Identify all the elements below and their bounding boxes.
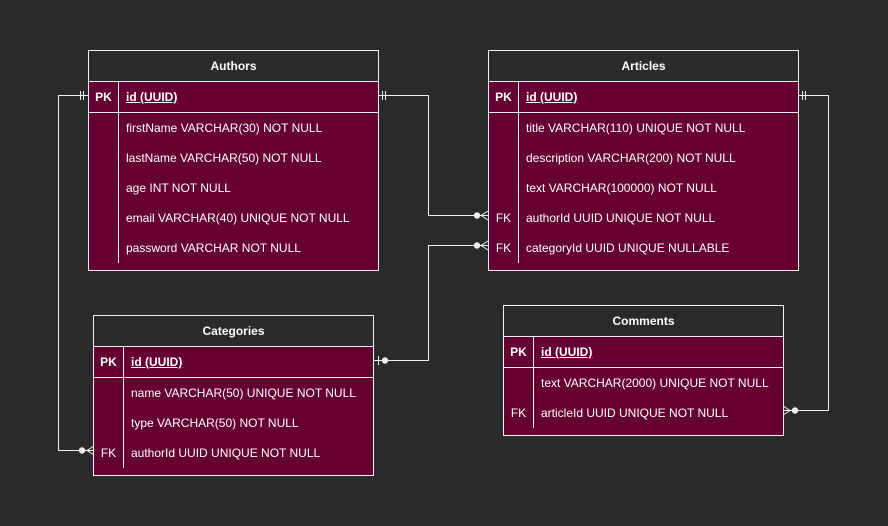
zero-marker	[473, 242, 481, 249]
table-row: name VARCHAR(50) UNIQUE NOT NULL	[94, 378, 373, 408]
key-label	[489, 173, 519, 203]
key-label: PK	[504, 337, 534, 367]
field-label: id (UUID)	[541, 345, 593, 359]
key-label: PK	[94, 347, 124, 377]
zero-marker	[78, 447, 86, 454]
key-label: FK	[489, 233, 519, 263]
field-label: firstName VARCHAR(30) NOT NULL	[126, 121, 323, 135]
zero-marker	[381, 357, 389, 364]
key-label: PK	[489, 82, 519, 112]
field-label: id (UUID)	[131, 355, 183, 369]
entity-categories[interactable]: Categories PK id (UUID) name VARCHAR(50)…	[93, 315, 374, 476]
table-row: password VARCHAR NOT NULL	[89, 233, 378, 263]
key-label: FK	[489, 203, 519, 233]
field-label: text VARCHAR(100000) NOT NULL	[526, 181, 717, 195]
table-row: PK id (UUID)	[89, 82, 378, 113]
relation-authors-articles	[378, 95, 488, 216]
field-label: title VARCHAR(110) UNIQUE NOT NULL	[526, 121, 746, 135]
field-label: id (UUID)	[126, 90, 178, 104]
key-label	[504, 368, 534, 398]
field-label: type VARCHAR(50) NOT NULL	[131, 416, 299, 430]
table-row: FK categoryId UUID UNIQUE NULLABLE	[489, 233, 798, 263]
key-label	[89, 113, 119, 143]
field-label: email VARCHAR(40) UNIQUE NOT NULL	[126, 211, 350, 225]
entity-title: Authors	[89, 51, 378, 82]
entity-title: Articles	[489, 51, 798, 82]
field-label: description VARCHAR(200) NOT NULL	[526, 151, 736, 165]
key-label	[89, 173, 119, 203]
table-row: text VARCHAR(2000) UNIQUE NOT NULL	[504, 368, 783, 398]
field-label: name VARCHAR(50) UNIQUE NOT NULL	[131, 386, 356, 400]
key-label: FK	[94, 438, 124, 468]
key-label	[94, 408, 124, 438]
field-label: id (UUID)	[526, 90, 578, 104]
table-row: type VARCHAR(50) NOT NULL	[94, 408, 373, 438]
table-row: FK articleId UUID UNIQUE NOT NULL	[504, 398, 783, 428]
key-label	[89, 143, 119, 173]
field-label: authorId UUID UNIQUE NOT NULL	[131, 446, 321, 460]
key-label	[89, 233, 119, 263]
entity-articles[interactable]: Articles PK id (UUID) title VARCHAR(110)…	[488, 50, 799, 271]
table-row: text VARCHAR(100000) NOT NULL	[489, 173, 798, 203]
field-label: text VARCHAR(2000) UNIQUE NOT NULL	[541, 376, 769, 390]
key-label	[89, 203, 119, 233]
key-label	[94, 378, 124, 408]
entity-authors[interactable]: Authors PK id (UUID) firstName VARCHAR(3…	[88, 50, 379, 271]
field-label: authorId UUID UNIQUE NOT NULL	[526, 211, 716, 225]
table-row: description VARCHAR(200) NOT NULL	[489, 143, 798, 173]
key-label: FK	[504, 398, 534, 428]
table-row: firstName VARCHAR(30) NOT NULL	[89, 113, 378, 143]
relation-authors-categories	[58, 95, 94, 451]
field-label: articleId UUID UNIQUE NOT NULL	[541, 406, 729, 420]
relation-categories-articles	[373, 245, 488, 361]
field-label: age INT NOT NULL	[126, 181, 231, 195]
zero-marker	[473, 212, 481, 219]
entity-title: Comments	[504, 306, 783, 337]
table-row: lastName VARCHAR(50) NOT NULL	[89, 143, 378, 173]
field-label: lastName VARCHAR(50) NOT NULL	[126, 151, 322, 165]
key-label	[489, 143, 519, 173]
table-row: PK id (UUID)	[94, 347, 373, 378]
table-row: age INT NOT NULL	[89, 173, 378, 203]
table-row: FK authorId UUID UNIQUE NOT NULL	[94, 438, 373, 468]
table-row: email VARCHAR(40) UNIQUE NOT NULL	[89, 203, 378, 233]
field-label: password VARCHAR NOT NULL	[126, 241, 301, 255]
table-row: PK id (UUID)	[504, 337, 783, 368]
entity-title: Categories	[94, 316, 373, 347]
relation-articles-comments	[783, 95, 829, 411]
field-label: categoryId UUID UNIQUE NULLABLE	[526, 241, 730, 255]
entity-comments[interactable]: Comments PK id (UUID) text VARCHAR(2000)…	[503, 305, 784, 436]
table-row: title VARCHAR(110) UNIQUE NOT NULL	[489, 113, 798, 143]
table-row: PK id (UUID)	[489, 82, 798, 113]
zero-marker	[791, 407, 799, 414]
table-row: FK authorId UUID UNIQUE NOT NULL	[489, 203, 798, 233]
key-label: PK	[89, 82, 119, 112]
key-label	[489, 113, 519, 143]
